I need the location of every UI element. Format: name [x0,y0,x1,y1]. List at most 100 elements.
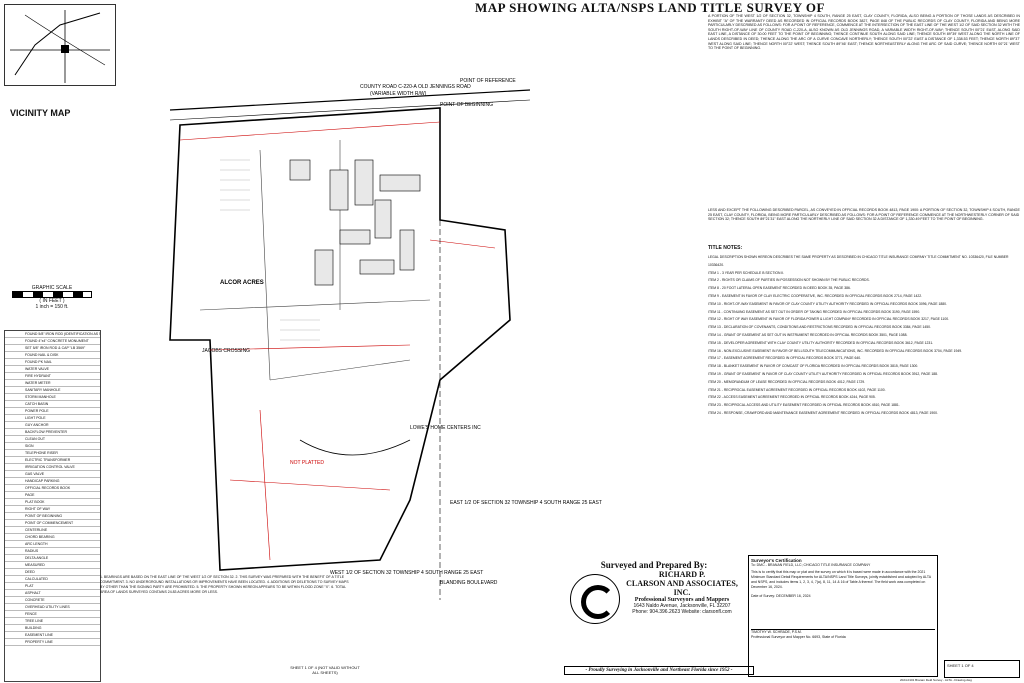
legend-row: PAGE [5,492,100,499]
surveyor-signature-name: TIMOTHY W. SCHRADE, P.S.M. [751,629,935,635]
graphic-scale: GRAPHIC SCALE ( IN FEET ) 1 inch = 150 f… [12,285,92,310]
vicinity-map-drawing [10,10,110,83]
point-of-beginning-label: POINT OF BEGINNING [440,102,493,108]
legend-row: RADIUS [5,548,100,555]
survey-title: MAP SHOWING ALTA/NSPS LAND TITLE SURVEY … [475,0,825,15]
survey-notes: 1. BEARINGS ARE BASED ON THE EAST LINE O… [100,575,349,594]
legend-row: DEED [5,569,100,576]
survey-date: Date of Survey: DECEMBER 16, 2024 [751,594,811,598]
road-width-label: (VARIABLE WIDTH R/W) [370,91,427,97]
title-note: ITEM 17 - EASEMENT AGREEMENT RECORDED IN… [708,356,862,361]
surveyor-license: Professional Surveyor and Mapper No. 669… [751,635,846,639]
legend-table: FOUND 5/8" IRON ROD (IDENTIFICATION AS N… [4,330,101,682]
title-note: ITEM 10 - RIGHT-OF-WAY EASEMENT IN FAVOR… [708,301,947,306]
graphic-scale-ratio: 1 inch = 150 ft. [35,304,69,310]
road-label: COUNTY ROAD C-220-A OLD JENNINGS ROAD [360,84,471,90]
title-note: ITEM 13 - DECLARATION OF COVENANTS, COND… [708,325,932,330]
jacobs-crossing-label: JACOBS CROSSING [202,348,251,354]
legend-row: ELECTRIC TRANSFORMER [5,457,100,464]
graphic-scale-label: GRAPHIC SCALE [31,285,73,291]
legend-row: PLAT [5,583,100,590]
legend-row: FOUND 4"x4" CONCRETE MONUMENT [5,338,100,345]
legend-row: EASEMENT LINE [5,632,100,639]
title-notes-list: LEGAL DESCRIPTION SHOWN HEREON DESCRIBES… [708,254,1020,554]
company-motto: - Proudly Surveying in Jacksonville and … [564,666,754,675]
legend-row: POINT OF COMMENCEMENT [5,520,100,527]
title-note: ITEM 20 - MEMORANDUM OF LEASE RECORDED I… [708,379,866,384]
legend-row: SANITARY MANHOLE [5,387,100,394]
title-note: ITEM 16 - NON-EXCLUSIVE EASEMENT IN FAVO… [708,348,963,353]
less-and-except-description: LESS AND EXCEPT THE FOLLOWING DESCRIBED … [708,208,1020,222]
legend-row: FOUND NAIL & DISK [5,352,100,359]
legend-row: BACKFLOW PREVENTER [5,429,100,436]
certification-to: To: DMC - BRANAN FIELD, LLC; CHICAGO TIT… [751,563,871,567]
title-note: ITEM 24 - RESPONSE, CRAWFORD AND MAINTEN… [708,410,938,415]
legend-row: SET 5/8" IRON ROD & CAP "LB 3569" [5,345,100,352]
certification-heading: Surveyor's Certification [751,558,802,563]
title-note: ITEM 11 - CONTINUING EASEMENT AS SET OUT… [708,309,921,314]
legend-row: TELEPHONE RISER [5,450,100,457]
title-note: ITEM 14 - GRANT OF EASEMENT AS SET OUT I… [708,332,908,337]
title-note: ITEM 9 - EASEMENT IN FAVOR OF CLAY ELECT… [708,293,923,298]
lowes-label: LOWE'S HOME CENTERS INC [410,425,481,431]
legend-row: FOUND PK NAIL [5,359,100,366]
legend-row: FOUND 5/8" IRON ROD (IDENTIFICATION AS N… [5,331,100,338]
surveyor-first-name: RICHARD P. [658,570,706,579]
legend-row: HANDICAP PARKING [5,478,100,485]
legend-row: ARC LENGTH [5,541,100,548]
legend-row: CHORD BEARING [5,534,100,541]
title-note: ITEM 15 - DEVELOPER AGREEMENT WITH CLAY … [708,340,934,345]
title-note: ITEM 23 - RECIPROCAL ACCESS AND UTILITY … [708,403,900,408]
surveyor-company: CLARSON AND ASSOCIATES, INC. [626,579,738,597]
legend-row: POWER POLE [5,408,100,415]
legend-row: TREE LINE [5,618,100,625]
sheet-number: SHEET 1 OF 4 [944,660,1020,678]
legend-row: FENCE [5,611,100,618]
legend-row: POINT OF BEGINNING [5,513,100,520]
graphic-scale-bar [12,291,92,298]
title-note: ITEM 2 - RIGHTS OR CLAIMS OF PARTIES IN … [708,278,870,283]
legend-row: CALCULATED [5,576,100,583]
legal-description: A PORTION OF THE WEST 1/2 OF SECTION 32,… [708,14,1020,51]
sheet-validity-note: SHEET 1 OF 4 (NOT VALID WITHOUT ALL SHEE… [290,665,360,675]
legend-row: ASPHALT [5,590,100,597]
legend-row: SIGN [5,443,100,450]
legend-row: FIRE HYDRANT [5,373,100,380]
not-platted-label: NOT PLATTED [290,460,324,466]
surveyor-block: Surveyed and Prepared By: RICHARD P. CLA… [564,560,744,615]
title-note: ITEM 22 - ACCESS EASEMENT AGREEMENT RECO… [708,395,876,400]
legend-row: IRRIGATION CONTROL VALVE [5,464,100,471]
section-label-east: EAST 1/2 OF SECTION 32 TOWNSHIP 4 SOUTH … [450,500,602,506]
graphic-scale-units: ( IN FEET ) [39,298,65,304]
legend-row: RIGHT OF WAY [5,506,100,513]
clarson-logo [570,574,620,624]
surveyed-by-heading: Surveyed and Prepared By: [600,560,708,570]
legend-row: MEASURED [5,562,100,569]
legend-row: STORM MANHOLE [5,394,100,401]
legend-row: DELTA ANGLE [5,555,100,562]
legend-row: GUY ANCHOR [5,422,100,429]
site-plan-drawing [169,89,531,600]
surveyor-certification: Surveyor's Certification To: DMC - BRANA… [748,555,938,677]
vicinity-map [4,4,116,86]
legend-row: OVERHEAD UTILITY LINES [5,604,100,611]
title-note: ITEM 19 - GRANT OF EASEMENT IN FAVOR OF … [708,371,938,376]
surveyor-phone: Phone: 904.396.2623 Website: clarsonfl.c… [632,609,732,615]
site-plan: COUNTY ROAD C-220-A OLD JENNINGS ROAD (V… [110,78,602,600]
title-note: ITEM 18 - BLANKET EASEMENT IN FAVOR OF C… [708,364,919,369]
file-footer: 2024-0101 Branan Field Survey - ALTA - D… [900,678,972,682]
title-note: LEGAL DESCRIPTION SHOWN HEREON DESCRIBES… [708,255,1009,267]
legend-row: GAS VALVE [5,471,100,478]
legend-row: CENTERLINE [5,527,100,534]
title-note: ITEM 12 - RIGHT OF WAY EASEMENT IN FAVOR… [708,317,950,322]
legend-row: PLAT BOOK [5,499,100,506]
legend-row: PROPERTY LINE [5,639,100,646]
legend-row: LIGHT POLE [5,415,100,422]
vicinity-map-label: VICINITY MAP [10,108,71,118]
surveyor-subtitle: Professional Surveyors and Mappers [634,597,730,603]
legend-row: OFFICIAL RECORDS BOOK [5,485,100,492]
blanding-label: BLANDING BOULEVARD [440,580,498,586]
title-note: ITEM 8 - 20 FOOT LATERAL OPEN EASEMENT R… [708,286,851,291]
legend-row: WATER METER [5,380,100,387]
